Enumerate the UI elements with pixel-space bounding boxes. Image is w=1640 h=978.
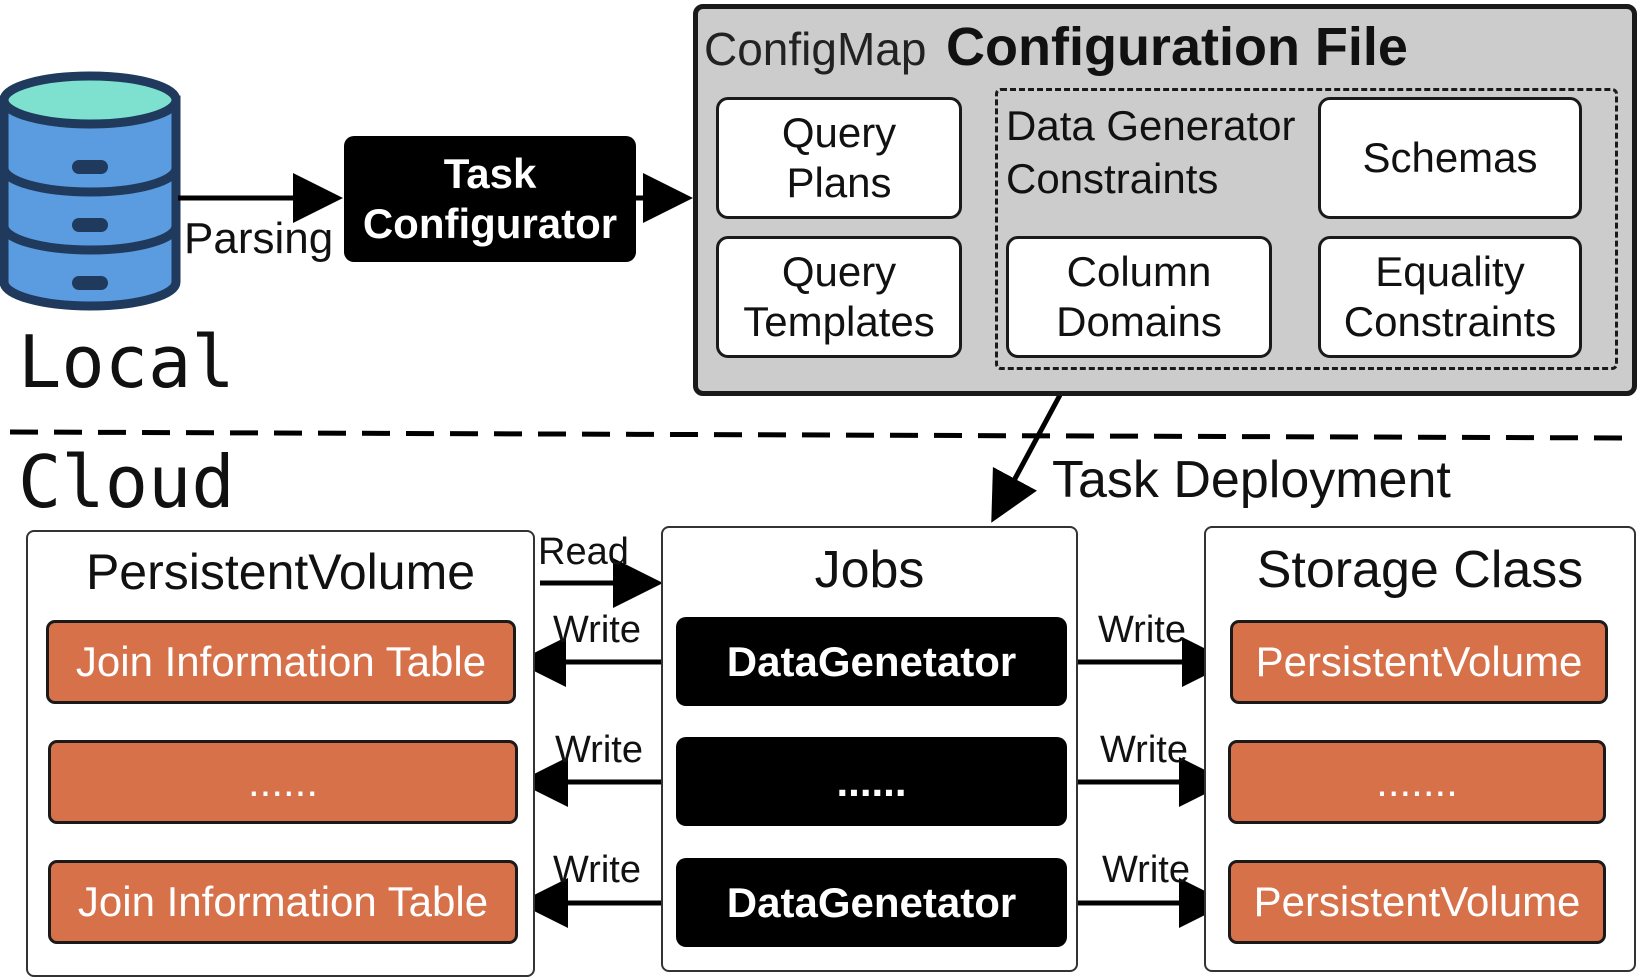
jobs-panel-title: Jobs: [814, 541, 925, 599]
data-generator-job-ellipsis: ......: [676, 737, 1067, 826]
write-label-left-2: Write: [555, 729, 643, 771]
write-label-right-3: Write: [1102, 849, 1190, 891]
local-section-label: Local: [18, 320, 235, 404]
join-information-table-ellipsis: ......: [48, 740, 518, 824]
write-label-right-1: Write: [1098, 609, 1186, 651]
join-information-table-1: Join Information Table: [46, 620, 516, 704]
task-configurator-line-1: Task: [443, 149, 537, 197]
read-label: Read: [538, 531, 629, 573]
write-label-left-1: Write: [553, 609, 641, 651]
join-information-table-2: Join Information Table: [48, 860, 518, 944]
database-icon: [0, 71, 181, 311]
parsing-label: Parsing: [184, 214, 334, 263]
column-domains-box: Column Domains: [1006, 236, 1272, 358]
query-templates-box: Query Templates: [716, 236, 962, 358]
data-generator-constraints-label: Data Generator Constraints: [1006, 102, 1296, 202]
configmap-prefix: ConfigMap: [704, 23, 927, 75]
task-deployment-arrow: [991, 393, 1063, 523]
write-label-left-3: Write: [553, 849, 641, 891]
data-generator-job-2: DataGenetator: [676, 858, 1067, 947]
storage-persistent-volume-2: PersistentVolume: [1228, 860, 1606, 944]
write-label-right-2: Write: [1100, 729, 1188, 771]
query-plans-box: Query Plans: [716, 97, 962, 219]
task-deployment-label: Task Deployment: [1052, 451, 1451, 509]
data-generator-job-1: DataGenetator: [676, 617, 1067, 706]
local-cloud-divider: [9, 429, 1631, 441]
storage-persistent-volume-1: PersistentVolume: [1230, 620, 1608, 704]
storage-persistent-volume-ellipsis: .......: [1228, 740, 1606, 824]
schemas-box: Schemas: [1318, 97, 1582, 219]
configuration-file-title: Configuration File: [946, 17, 1408, 77]
equality-constraints-box: Equality Constraints: [1318, 236, 1582, 358]
task-configurator-box: Task Configurator: [344, 136, 636, 262]
data-generator-constraints-group: [995, 88, 1618, 370]
task-configurator-line-2: Configurator: [362, 200, 618, 247]
cloud-section-label: Cloud: [18, 440, 235, 524]
persistent-volume-panel-title: PersistentVolume: [85, 544, 476, 600]
storage-class-panel-title: Storage Class: [1256, 541, 1584, 599]
